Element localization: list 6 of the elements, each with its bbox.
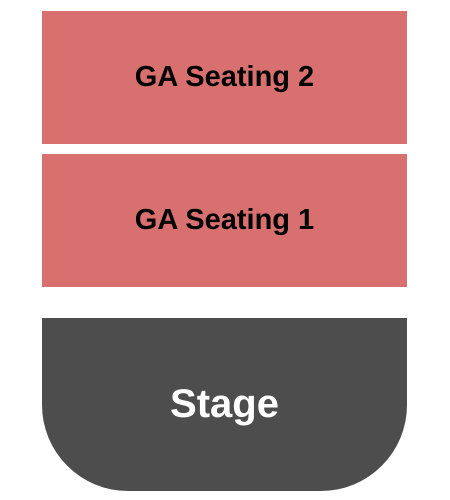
stage-area <box>42 318 407 491</box>
section-label: GA Seating 1 <box>134 204 314 237</box>
seating-section <box>42 154 407 287</box>
stage-label: Stage <box>170 382 279 427</box>
seating-section <box>42 11 407 144</box>
section-label: GA Seating 2 <box>134 61 314 94</box>
